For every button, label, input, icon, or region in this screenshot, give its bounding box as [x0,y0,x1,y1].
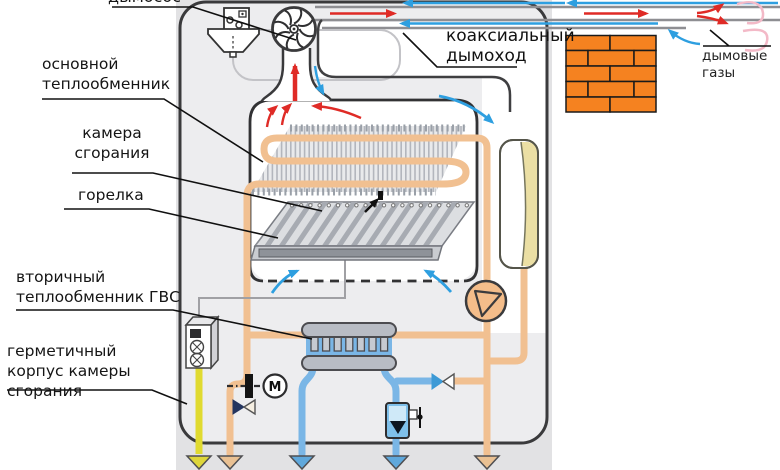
circulation-pump-icon [464,279,508,323]
brick-wall [565,34,657,113]
air-channel [316,19,512,112]
burner-gas-feed [198,257,346,318]
burner-label: горелка [78,186,144,204]
expansion-tank [499,139,539,269]
smoke-puff-icon [736,1,765,25]
pipe-connection-arrows [185,455,501,470]
smoke-puff-icon [742,28,769,52]
expansion-tank-pipe [487,263,528,365]
motor-m-label: M [269,380,282,395]
combustion-chamber-label: камера сгорания [74,124,150,162]
main-heat-exchanger-label: основной теплообменник [42,55,171,93]
spark-electrode-icon [364,191,383,213]
fan-icon [271,6,317,52]
check-valve-icon [232,398,256,416]
serpentine-coil [243,134,491,382]
flow-sensor-icon [385,402,423,439]
leader-lines [7,6,771,405]
boiler-case-outline [178,0,549,445]
secondary-heat-exchanger-label: вторичный теплообменник ГВС [16,268,180,306]
coaxial-flue-pipe [315,0,780,52]
flue-gases-label: дымовые газы [702,48,768,81]
filling-valve-icon [431,372,455,391]
dhw-connection-arrow [288,455,316,470]
gas-valve [184,315,220,370]
cold-water-arrow [382,455,410,470]
coaxial-flue-label: коаксиальный дымоход [446,26,575,67]
heating-return-arrow [216,455,244,470]
flow-arrows [265,63,495,294]
condensate-funnel-icon [207,28,260,58]
burner [250,201,476,261]
fan-label: дымосос [108,0,200,6]
three-way-valve-motor: M [227,373,288,399]
secondary-heat-exchanger [301,322,397,371]
gas-connection-arrow [185,455,213,470]
sealed-housing-label: герметичный корпус камеры сгорания [7,342,131,400]
heating-supply-arrow [473,455,501,470]
